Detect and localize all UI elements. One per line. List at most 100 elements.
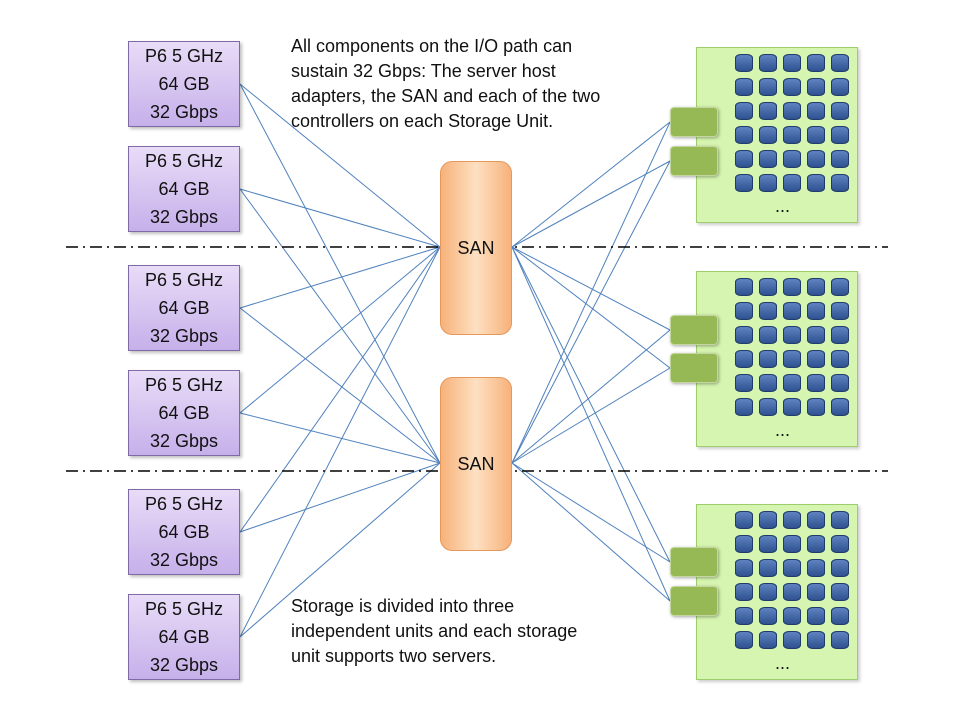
disk-icon [735,631,753,649]
note-line: All components on the I/O path can [291,36,573,56]
storage-unit-3: ... [696,504,858,680]
connection-line [511,462,671,563]
note-line: controllers on each Storage Unit. [291,111,554,131]
disk-icon [831,535,849,553]
disk-icon [735,583,753,601]
server-cpu: P6 5 GHz [144,494,224,514]
disk-icon [831,54,849,72]
disk-icon [831,511,849,529]
disk-icon [735,302,753,320]
server-bandwidth: 32 Gbps [149,102,219,122]
disk-icon [807,150,825,168]
disk-icon [735,559,753,577]
disk-icon [807,102,825,120]
disk-icon [783,631,801,649]
disk-icon [783,511,801,529]
connection-line [511,160,671,248]
disk-icon [783,374,801,392]
server-memory: 64 GB [158,627,210,647]
disk-icon [831,326,849,344]
storage-controller [670,146,718,176]
disk-icon [807,374,825,392]
storage-more-label: ... [775,420,791,440]
disk-icon [807,559,825,577]
disk-icon [783,607,801,625]
server-bandwidth: 32 Gbps [149,326,219,346]
disk-icon [831,102,849,120]
san-switch-2: SAN [440,377,512,551]
disk-icon [831,302,849,320]
disk-icon [735,535,753,553]
connection-line [511,121,671,248]
san-label: SAN [457,237,495,258]
note-line: sustain 32 Gbps: The server host [291,61,556,81]
disk-icon [759,150,777,168]
disk-icon [759,374,777,392]
disk-icon [759,559,777,577]
server-cpu: P6 5 GHz [144,151,224,171]
disk-icon [807,278,825,296]
server-cpu: P6 5 GHz [144,270,224,290]
disk-icon [831,278,849,296]
connection-line [511,160,671,464]
disk-icon [783,302,801,320]
connection-line [239,307,441,464]
storage-controller [670,547,718,577]
disk-icon [735,102,753,120]
note-io-path: All components on the I/O path can susta… [291,34,600,134]
connection-line [239,246,441,414]
disk-icon [759,583,777,601]
storage-more-label: ... [775,653,791,673]
disk-icon [807,326,825,344]
disk-icon [735,278,753,296]
connection-line [511,246,671,369]
connection-line [239,246,441,533]
server-5: P6 5 GHz 64 GB 32 Gbps [128,489,240,575]
disk-icon [783,54,801,72]
disk-icon [807,607,825,625]
connection-line [239,246,441,309]
storage-controller [670,107,718,137]
connection-line [239,83,441,464]
disk-icon [735,374,753,392]
disk-icon [831,174,849,192]
connection-line [239,412,441,464]
disk-icon [783,174,801,192]
disk-icon [807,174,825,192]
disk-icon [735,54,753,72]
disk-icon [735,350,753,368]
disk-icon [783,583,801,601]
storage-unit-1: ... [696,47,858,223]
disk-icon [807,78,825,96]
disk-icon [807,302,825,320]
storage-controller [670,353,718,383]
connection-line [239,462,441,638]
connection-line [511,246,671,602]
disk-icon [759,607,777,625]
connection-line [511,246,671,563]
server-2: P6 5 GHz 64 GB 32 Gbps [128,146,240,232]
server-memory: 64 GB [158,403,210,423]
disk-icon [783,78,801,96]
disk-icon [831,398,849,416]
disk-icon [735,150,753,168]
disk-icon [759,174,777,192]
server-memory: 64 GB [158,179,210,199]
disk-icon [831,631,849,649]
disk-icon [735,398,753,416]
disk-icon [759,126,777,144]
connection-line [511,121,671,464]
note-line: independent units and each storage [291,621,578,641]
server-1: P6 5 GHz 64 GB 32 Gbps [128,41,240,127]
server-memory: 64 GB [158,522,210,542]
disk-icon [759,102,777,120]
connection-line [239,83,441,248]
disk-icon [735,174,753,192]
connection-line [511,367,671,464]
disk-array [735,278,849,416]
disk-icon [759,326,777,344]
disk-icon [807,398,825,416]
disk-icon [759,278,777,296]
connection-line [239,188,441,248]
